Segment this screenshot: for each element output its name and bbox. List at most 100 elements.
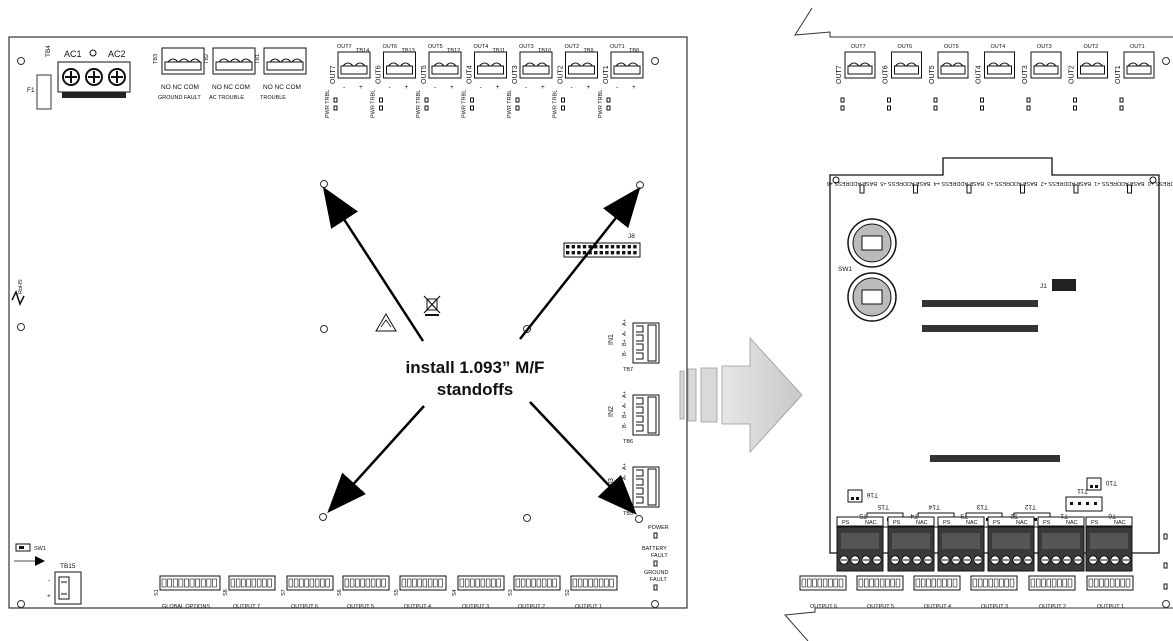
input-pin-label: B+ [622, 483, 628, 490]
relay-contacts: NO NC COM [161, 84, 199, 91]
output-plus: + [496, 84, 500, 91]
right-sw1-label: SW1 [838, 266, 852, 273]
right-output-top-label: OUT1 [1130, 44, 1145, 50]
led-label: FAULT [650, 577, 667, 583]
right-edge-leds [1163, 533, 1168, 590]
callout-line-2: standoffs [437, 380, 514, 399]
output-plus: + [632, 84, 636, 91]
relay-label: GROUND FAULT [158, 95, 201, 101]
output-side-label: OUT5 [421, 65, 428, 84]
pwr-led [606, 97, 611, 103]
pwr-trbl-label: PWR TRBL [553, 90, 559, 118]
mounting-hole [320, 325, 328, 333]
arrow-to-top-left-hole [322, 186, 425, 342]
base-address-led [859, 184, 865, 194]
dip-s-label: S8 [223, 589, 229, 596]
output-top-label: OUT3 [519, 44, 534, 50]
output-minus: - [616, 84, 618, 91]
tb4-label: TB4 [45, 45, 52, 57]
mounting-hole [523, 514, 531, 522]
trbl-led [470, 105, 474, 111]
ground-icon [89, 49, 97, 57]
right-output-top-label: OUT3 [1037, 44, 1052, 50]
status-led [653, 532, 658, 539]
input-pin-label: B+ [622, 411, 628, 418]
mounting-hole [1162, 600, 1170, 608]
right-output-terminals: OUT7OUT7OUT6OUT6OUT5OUT5OUT4OUT4OUT3OUT3… [836, 44, 1155, 111]
dip-label: OUTPUT 2 [518, 604, 545, 610]
mounting-hole [636, 181, 644, 189]
right-output-side-label: OUT2 [1069, 65, 1076, 84]
j8-label: J8 [628, 233, 635, 240]
output-minus: - [571, 84, 573, 91]
nac-ps-label: PS [1091, 520, 1099, 526]
nac-t-label: T1 [1060, 512, 1068, 519]
led-label: FAULT [651, 553, 668, 559]
input-tb-label: TB7 [623, 367, 633, 373]
mounting-hole [651, 600, 659, 608]
dip-label: GLOBAL OPTIONS [162, 604, 210, 610]
dip-s-label: S4 [452, 589, 458, 596]
led-label: GROUND [644, 570, 668, 576]
ic-socket [922, 325, 1038, 332]
arrow-to-top-right-hole [519, 186, 641, 340]
output-side-label: OUT2 [558, 65, 565, 84]
rotary-switch-icon: SW1 [838, 218, 897, 322]
status-led [653, 584, 658, 591]
output-tb-label: TB13 [402, 48, 415, 54]
right-dip-label: OUTPUT 4 [924, 604, 951, 610]
right-output-side-label: OUT7 [836, 65, 843, 84]
process-arrow-icon [679, 336, 803, 454]
output-side-label: OUT1 [603, 65, 610, 84]
base-address-led [913, 184, 918, 194]
relay-tb-label: TB1 [255, 54, 261, 64]
nac-t-label: T5 [859, 512, 867, 519]
dip-s-label: S1 [154, 589, 160, 596]
relay-contacts: NO NC COM [263, 84, 301, 91]
right-assembly: OUT7OUT7OUT6OUT6OUT5OUT5OUT4OUT4OUT3OUT3… [783, 7, 1173, 641]
nac-ps-label: PS [842, 520, 850, 526]
input-tb-label: TB6 [623, 439, 633, 445]
mounting-hole [17, 323, 25, 331]
left-board-outline [8, 36, 688, 609]
base-address-label: BASE ADDRESS +0 [1148, 180, 1173, 186]
t-connector [847, 489, 863, 503]
trbl-led [606, 105, 611, 111]
tb15-minus: - [48, 577, 50, 584]
nac-ps-label: PS [893, 520, 901, 526]
nac-t-label: T2 [1010, 512, 1018, 519]
relay-label: AC TROUBLE [209, 95, 244, 101]
output-plus: + [541, 84, 545, 91]
output-tb-label: TB10 [538, 48, 551, 54]
nac-t-label: T3 [960, 512, 968, 519]
output-side-label: OUT3 [512, 65, 519, 84]
mounting-holes [17, 57, 659, 608]
nac-label: NAC [916, 520, 928, 526]
mounting-hole [17, 600, 25, 608]
right-output-side-label: OUT1 [1115, 65, 1122, 84]
output-minus: - [480, 84, 482, 91]
t-label: T11 [1077, 487, 1088, 494]
j8-header: J8 [563, 233, 641, 258]
screw-terminals [62, 68, 126, 86]
pwr-led [515, 97, 520, 103]
pwr-trbl-label: PWR TRBL [371, 90, 377, 118]
pwr-trbl-label: PWR TRBL [325, 90, 331, 118]
right-dip-label: OUTPUT 2 [1039, 604, 1066, 610]
ic-sockets [922, 300, 1060, 462]
base-address-led [1127, 184, 1132, 194]
t-label: T14 [928, 503, 940, 510]
t-label: T15 [877, 503, 889, 510]
dip-label: OUTPUT 1 [575, 604, 602, 610]
led-label: POWER [648, 525, 669, 531]
right-output-side-label: OUT3 [1022, 65, 1029, 84]
t-label: T10 [1105, 479, 1117, 486]
rohs-label: RoHS [18, 279, 24, 294]
base-address-label: BASE ADDRESS +6 [827, 180, 877, 186]
rohs-mark: RoHS [11, 279, 25, 306]
